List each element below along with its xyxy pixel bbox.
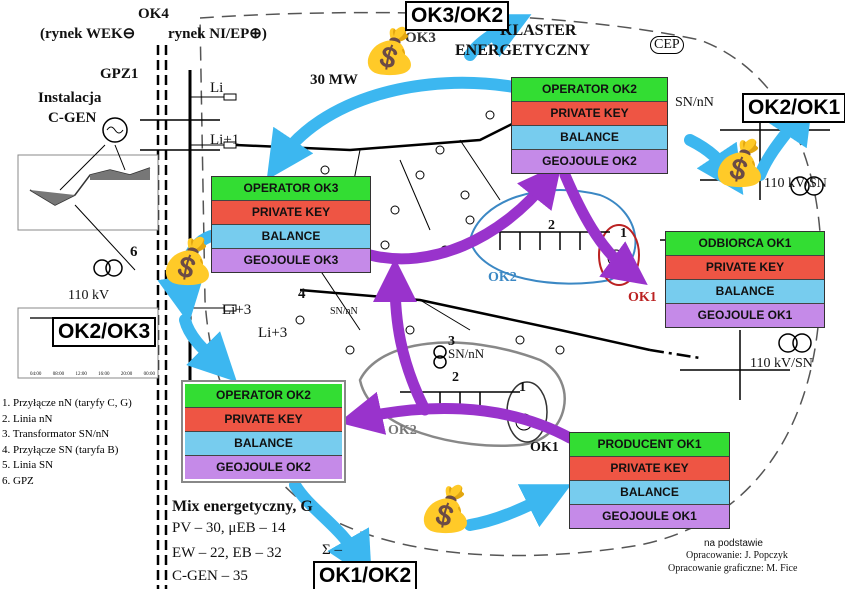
tick-label: 16:00 xyxy=(98,372,110,377)
tick-label: 12:00 xyxy=(75,372,87,377)
tag-ok2-ok3: OK2/OK3 xyxy=(52,317,157,347)
label-ok1-red: OK1 xyxy=(628,290,657,305)
card-row-balance: BALANCE xyxy=(185,432,342,456)
tick-label: 08:00 xyxy=(52,372,65,377)
card-row-geojoule: GEOJOULE OK2 xyxy=(512,150,667,173)
card-row-private-key: PRIVATE KEY xyxy=(212,201,370,225)
credit-source: na podstawie xyxy=(704,538,763,549)
money-bag-icon: 💰 xyxy=(160,237,215,286)
card-operator-ok2-top: OPERATOR OK2 PRIVATE KEY BALANCE GEOJOUL… xyxy=(511,77,668,174)
label-30mw: 30 MW xyxy=(310,72,358,88)
legend-item: 6. GPZ xyxy=(2,474,34,487)
label-gpz1: GPZ1 xyxy=(100,66,139,82)
sigma-label: Σ – xyxy=(322,542,342,558)
tag-ok3-ok2: OK3/OK2 xyxy=(405,1,510,31)
card-row-operator: OPERATOR OK3 xyxy=(212,177,370,201)
card-row-balance: BALANCE xyxy=(212,225,370,249)
card-row-balance: BALANCE xyxy=(666,280,824,304)
mix-line-1: PV – 30, μEB – 14 xyxy=(172,520,286,536)
label-2b: 2 xyxy=(452,370,459,385)
cep-logo: CEP xyxy=(650,36,684,54)
label-2a: 2 xyxy=(548,218,555,233)
card-operator-ok2-bottom: OPERATOR OK2 PRIVATE KEY BALANCE GEOJOUL… xyxy=(181,380,346,483)
label-rynek-wek: (rynek WEK⊖ xyxy=(40,26,136,42)
card-row-odbiorca: ODBIORCA OK1 xyxy=(666,232,824,256)
label-ok4: OK4 xyxy=(138,6,169,22)
tag-ok1-ok2: OK1/OK2 xyxy=(313,561,418,589)
card-row-private-key: PRIVATE KEY xyxy=(512,102,667,126)
legend-item: 5. Linia SN xyxy=(2,459,54,471)
card-row-geojoule: GEOJOULE OK1 xyxy=(570,505,729,528)
legend-item: 1. Przyłącze nN (taryfy C, G) xyxy=(2,397,132,409)
legend-item: 4. Przyłącze SN (taryfa B) xyxy=(2,443,119,456)
label-110kv-sn-2: 110 kV/SN xyxy=(750,356,813,371)
label-li1: Li+1 xyxy=(210,132,240,148)
label-ok3-top: OK3 xyxy=(405,30,436,46)
credit-graphics: Opracowanie graficzne: M. Fice xyxy=(668,563,798,574)
card-row-geojoule: GEOJOULE OK2 xyxy=(185,456,342,479)
label-sn-nn-mid: SN/nN xyxy=(448,346,485,361)
card-row-producent: PRODUCENT OK1 xyxy=(570,433,729,457)
mix-line-2: EW – 22, EB – 32 xyxy=(172,545,282,561)
tick-label: 20:00 xyxy=(120,372,133,377)
label-ok1-black: OK1 xyxy=(530,440,559,455)
label-1b: 1 xyxy=(519,380,526,395)
credit-author: Opracowanie: J. Popczyk xyxy=(686,550,788,561)
label-ok2-gray: OK2 xyxy=(388,423,417,438)
money-bag-icon: 💰 xyxy=(712,139,767,188)
tick-label: 00:00 xyxy=(143,372,155,377)
mix-title: Mix energetyczny, G xyxy=(172,498,313,515)
tick-label: 04:00 xyxy=(30,372,42,377)
label-sn-nn-right: SN/nN xyxy=(675,95,714,110)
card-operator-ok3: OPERATOR OK3 PRIVATE KEY BALANCE GEOJOUL… xyxy=(211,176,371,273)
label-4: 4 xyxy=(298,286,306,302)
card-row-operator: OPERATOR OK2 xyxy=(512,78,667,102)
label-110kv-sn-1: 110 kV/SN xyxy=(764,176,827,191)
legend-item: 3. Transformator SN/nN xyxy=(2,428,110,440)
label-li3a: Li+3 xyxy=(222,302,252,318)
card-row-private-key: PRIVATE KEY xyxy=(570,457,729,481)
card-row-operator: OPERATOR OK2 xyxy=(185,384,342,408)
card-row-private-key: PRIVATE KEY xyxy=(185,408,342,432)
card-row-geojoule: GEOJOULE OK1 xyxy=(666,304,824,327)
card-row-balance: BALANCE xyxy=(512,126,667,150)
legend-item: 2. Linia nN xyxy=(2,412,53,425)
card-odbiorca-ok1: ODBIORCA OK1 PRIVATE KEY BALANCE GEOJOUL… xyxy=(665,231,825,328)
label-klaster: KLASTER xyxy=(500,22,577,39)
mix-line-3: C-GEN – 35 xyxy=(172,568,248,584)
tag-ok2-ok1: OK2/OK1 xyxy=(742,93,845,123)
label-sn-nn-small: SN/nN xyxy=(330,306,358,317)
label-energetyczny: ENERGETYCZNY xyxy=(455,42,591,59)
label-rynek-ni: rynek NI/EP⊕) xyxy=(168,26,267,42)
label-instalacja: Instalacja xyxy=(38,90,102,106)
label-cgen: C-GEN xyxy=(48,110,97,126)
label-6: 6 xyxy=(130,244,138,260)
label-ok2-blue: OK2 xyxy=(488,270,517,285)
money-bag-icon: 💰 xyxy=(362,27,417,76)
chart-ticks: 04:00 08:00 12:00 16:00 20:00 00:00 xyxy=(30,372,155,377)
card-row-balance: BALANCE xyxy=(570,481,729,505)
label-110kv-left: 110 kV xyxy=(68,288,110,303)
card-row-private-key: PRIVATE KEY xyxy=(666,256,824,280)
money-bag-icon: 💰 xyxy=(418,485,473,534)
label-li: Li xyxy=(210,80,224,96)
label-1a: 1 xyxy=(620,226,627,241)
label-li3b: Li+3 xyxy=(258,325,288,341)
label-3: 3 xyxy=(448,334,455,349)
card-producent-ok1: PRODUCENT OK1 PRIVATE KEY BALANCE GEOJOU… xyxy=(569,432,730,529)
card-row-geojoule: GEOJOULE OK3 xyxy=(212,249,370,272)
legend: 1. Przyłącze nN (taryfy C, G) 2. Linia n… xyxy=(2,396,132,489)
